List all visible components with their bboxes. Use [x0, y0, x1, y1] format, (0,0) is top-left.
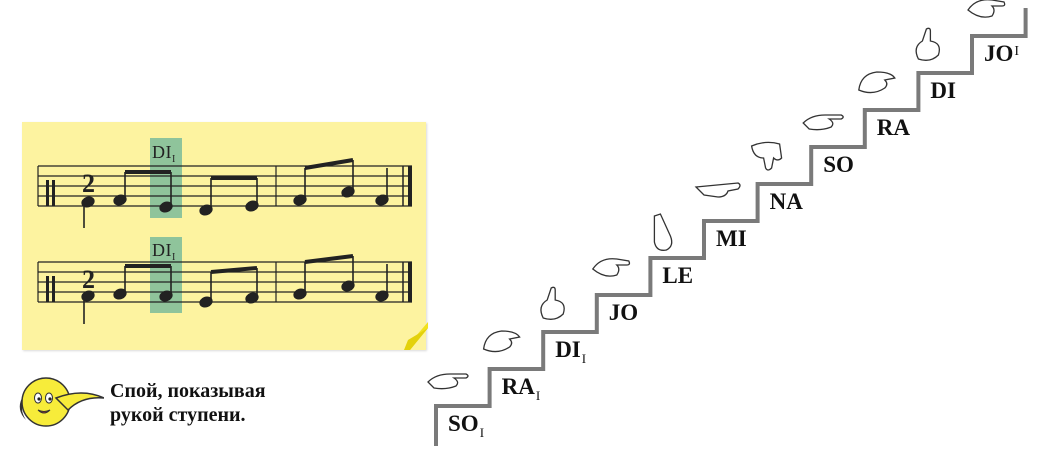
sticky-note — [22, 122, 426, 350]
pointing-up-hand-icon — [540, 286, 565, 320]
curled-hand-icon — [591, 258, 631, 277]
time-signature-bottom: 2 — [82, 265, 95, 294]
highlight-label-top: DII — [152, 142, 176, 165]
step-label-1: SOI — [448, 411, 485, 440]
note-fold-corner — [404, 322, 428, 350]
pointing-up-hand-icon — [915, 27, 941, 61]
step-label-7: NA — [769, 189, 803, 214]
notes-bottom — [81, 254, 389, 324]
curled-hand-icon — [967, 0, 1006, 18]
step-label-3: DII — [555, 337, 587, 366]
highlight-label-bottom: DII — [152, 240, 176, 263]
cupped-hand-icon — [858, 71, 896, 94]
clef-top — [46, 180, 55, 206]
instruction-line-2: рукой ступени. — [110, 404, 246, 426]
step-label-5: LE — [662, 263, 694, 288]
flat-hand-down-icon — [694, 182, 741, 198]
clef-bottom — [46, 276, 55, 302]
instruction-line-1: Спой, показывая — [110, 380, 266, 402]
step-label-11: JOI — [984, 41, 1020, 66]
mascot-character-icon — [19, 377, 104, 427]
flat-palm-hand-icon — [427, 373, 469, 390]
step-label-8: SO — [823, 152, 854, 177]
time-signature-top: 2 — [82, 169, 95, 198]
cupped-hand-icon — [482, 330, 521, 353]
vertical-palm-hand-icon — [653, 213, 673, 251]
flat-palm-hand-icon — [802, 114, 844, 131]
step-label-4: JO — [608, 300, 639, 325]
step-label-6: MI — [716, 226, 747, 251]
instruction-text: Спой, показывая рукой ступени. — [110, 379, 340, 427]
notes-top — [81, 158, 389, 228]
step-label-2: RAI — [501, 374, 541, 403]
staircase-outline — [434, 8, 1028, 446]
step-label-10: DI — [930, 78, 956, 103]
step-label-9: RA — [876, 115, 911, 140]
thumb-down-hand-icon — [750, 141, 783, 171]
